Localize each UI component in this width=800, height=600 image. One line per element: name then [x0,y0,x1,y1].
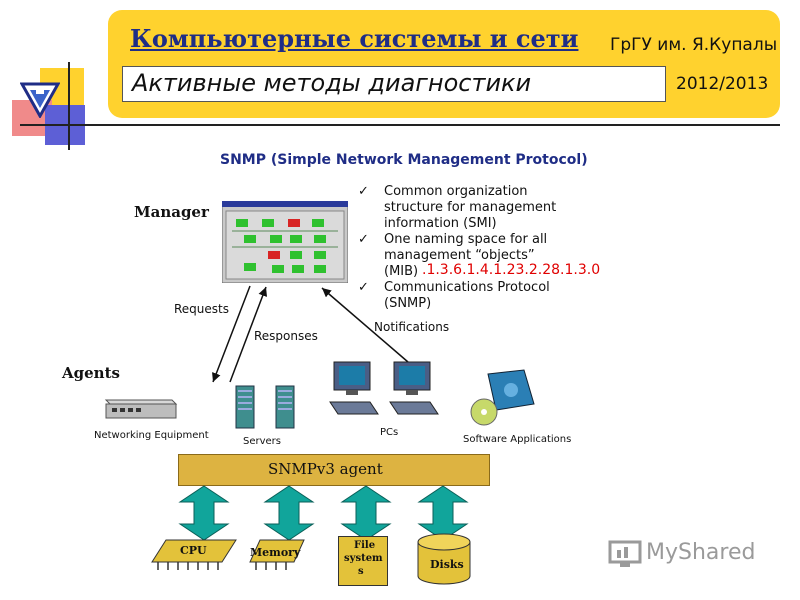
myshared-logo-icon [608,538,644,570]
file-systems-label-3: s [358,566,364,577]
cpu-label: CPU [180,544,207,557]
file-systems-label-2: system [344,553,383,564]
watermark-text: MyShared [646,540,755,565]
disks-label: Disks [430,558,464,571]
file-systems-label-1: File [354,540,375,551]
memory-label: Memory [250,546,300,559]
